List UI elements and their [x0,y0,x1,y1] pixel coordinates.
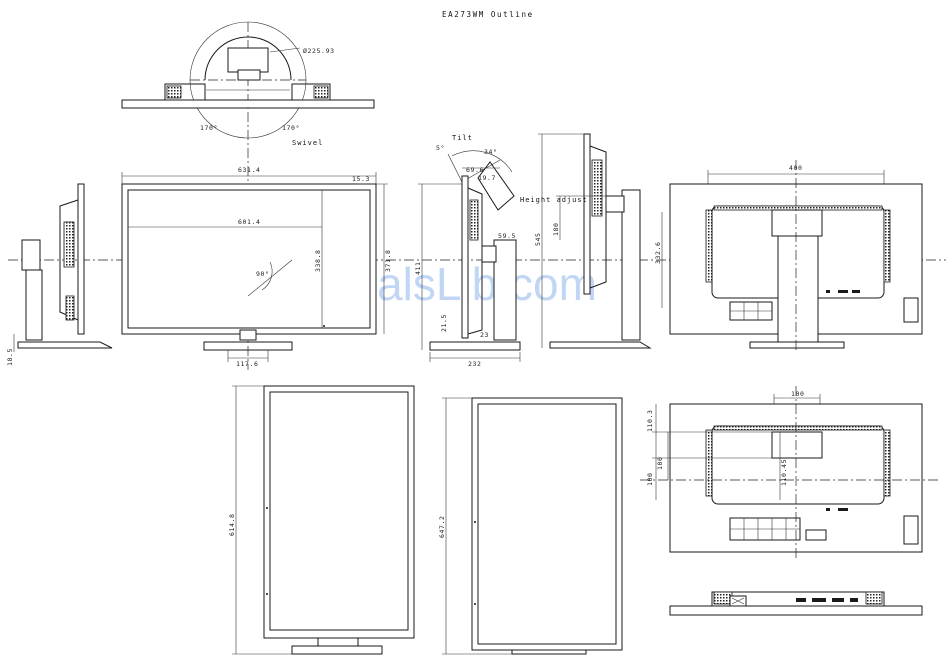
bottom-vent-left [714,592,732,604]
base-tilt [430,342,520,350]
stand-top [228,48,268,72]
dim-front-width: 631.4 [238,166,261,174]
front-view [122,172,388,362]
dim-depth-top: 69.6 [466,166,484,174]
dim-screen-height: 338.8 [314,249,322,272]
dim-stroke2: 180 [552,222,560,236]
dim-side-neck2: 23 [480,331,489,339]
bottom-view [670,592,922,615]
portrait-neck-left [318,638,358,646]
rear-stand [778,236,818,342]
dim-side-height: 411 [414,261,422,275]
dim-tilt-back: 5° [436,144,445,152]
portrait-base-right [512,650,586,654]
dim-bezel-top: 15.3 [352,175,370,183]
rear-vesa-plate [772,210,822,236]
portrait-bezel-left [264,386,414,638]
diameter-leader [270,48,300,52]
vent-tilt [470,200,478,240]
base-left [18,342,112,348]
vesa-vent-right [884,430,890,496]
dim-vesa-width: 100 [791,390,805,398]
front-bezel [122,184,376,334]
label-swivel: Swivel [292,139,323,147]
ports-left [66,296,74,320]
vesa-vent-left [706,430,712,496]
portrait-view-left [232,386,414,654]
dim-vesa-h2: 100 [656,456,664,470]
hinge-tilt [482,246,496,262]
dim-total-height: 371.8 [384,249,392,272]
rear-vent-left [706,210,712,282]
tilt-side-view [418,151,520,362]
label-height-adjust: Height adjust [520,196,588,204]
dim-rear-side: 332.6 [654,241,662,264]
bottom-panel-edge [670,606,922,615]
dim-portrait-right: 647.2 [438,515,446,538]
rear-housing-top [165,84,330,100]
base-high [550,342,650,348]
vent-high [592,160,602,216]
stand-column-high [622,190,640,340]
rear-cable-clip [904,298,918,322]
dim-swivel-right: 170° [282,124,300,132]
rear-vent-right [884,210,890,282]
dim-depth-top2: 19.7 [478,174,496,182]
dim-side-offset: 21.5 [440,314,448,332]
stand-column-tilt [494,240,516,340]
dim-rear-top: 400 [789,164,803,172]
rear-vesa-view [640,386,940,560]
panel-profile-high [584,134,590,294]
vesa-vent-top [714,426,882,430]
dim-diameter: Ø225.93 [303,47,335,55]
stand-column-left [26,270,42,340]
neck-top [238,70,260,80]
drawing-title: EA273WM Outline [442,10,534,19]
front-neck [240,330,256,340]
panel-top-edge [122,100,374,108]
dim-portrait-left: 614.8 [228,513,236,536]
dim-swivel-left: 170° [200,124,218,132]
dim-foot-height: 18.5 [6,348,14,366]
portrait-base-left [292,646,382,654]
rear-view [662,160,922,350]
dim-tilt-fwd: 34° [484,148,498,156]
vesa-plate [772,432,822,458]
rear-base [750,342,844,348]
hinge-left [22,240,40,270]
bottom-vent-right [866,592,882,604]
dim-stroke: 545 [534,232,542,246]
panel-profile-left [78,184,84,334]
vent-left [64,222,74,267]
label-tilt: Tilt [452,134,473,142]
dim-screen-width: 601.4 [238,218,261,226]
rear-vent-top [714,206,882,210]
dim-base-width: 117.6 [236,360,259,368]
top-vent-right [314,86,328,98]
dim-side-neck: 59.5 [498,232,516,240]
left-side-view [14,184,112,352]
portrait-bezel-right [472,398,622,650]
power-led-dot [323,325,325,327]
dim-vesa-h4: 110.45 [780,459,788,486]
panel-profile-tilt [462,176,468,338]
tilt-line-back [448,154,462,182]
dim-pivot-angle: 90° [256,270,270,278]
vesa-cable-clip [904,516,918,544]
height-adjust-view [538,134,650,348]
portrait-view-right [442,398,622,654]
top-vent-left [167,86,181,98]
hinge-high [606,196,624,212]
dim-vesa-h1: 110.3 [646,409,654,432]
dim-vesa-h3: 100 [646,472,654,486]
dim-side-base: 232 [468,360,482,368]
